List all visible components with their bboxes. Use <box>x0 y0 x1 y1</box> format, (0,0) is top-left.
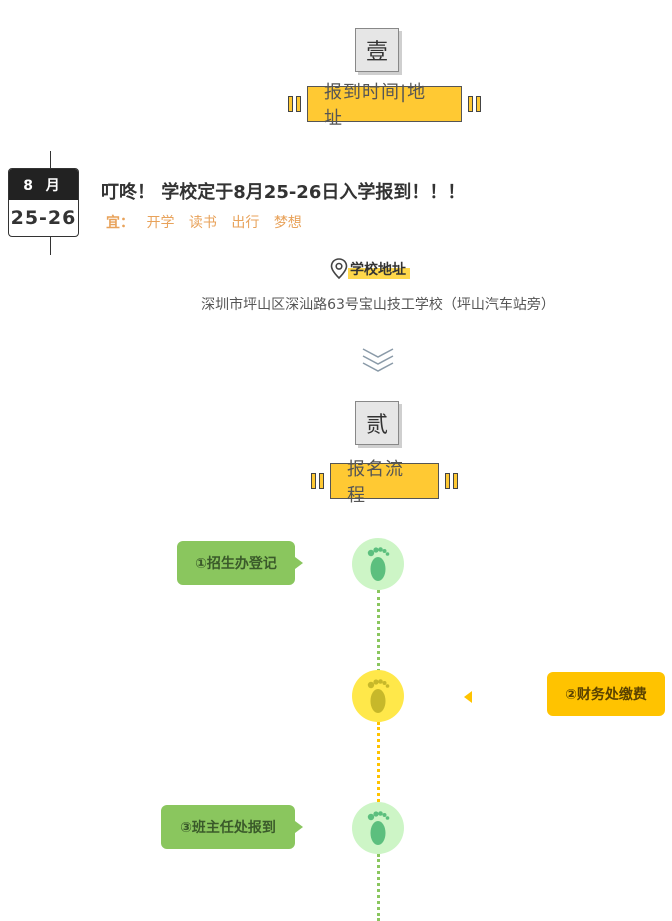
section-title: 报名流程 <box>305 459 464 506</box>
section-numeral-badge: 壹 <box>355 28 399 72</box>
section-title-box: 报到时间|地址 <box>307 82 462 129</box>
section-numeral-badge: 贰 <box>355 401 399 445</box>
step-bubble: ②财务处缴费 <box>547 672 665 716</box>
step-label: ③班主任处报到 <box>180 820 276 836</box>
headline: 叮咚！ 学校定于8月25-26日入学报到！！！ <box>101 182 466 203</box>
footprint-marker <box>352 538 404 590</box>
title-deco-left <box>288 96 301 112</box>
yi-label: 宜： <box>106 215 134 231</box>
yi-row: 宜： 开学 读书 出行 梦想 <box>106 212 312 232</box>
timeline-connector <box>377 854 380 921</box>
step-pointer <box>295 557 303 569</box>
date-card: 8 月 25-26 <box>8 168 79 237</box>
yi-tag: 梦想 <box>273 215 302 231</box>
title-deco-left <box>311 473 324 489</box>
double-chevron-down-icon <box>362 348 394 372</box>
step-pointer <box>295 821 303 833</box>
section-title-text: 报到时间|地址 <box>324 82 427 129</box>
footprint-marker <box>352 802 404 854</box>
date-line-top <box>50 151 51 169</box>
section-title: 报到时间|地址 <box>282 82 487 129</box>
title-deco-right <box>468 96 481 112</box>
section-numeral: 壹 <box>365 40 388 65</box>
yi-tag: 出行 <box>231 215 260 231</box>
date-month: 8 月 <box>9 169 78 200</box>
footprint-icon <box>367 811 390 845</box>
step-bubble: ①招生办登记 <box>177 541 295 585</box>
section-numeral: 贰 <box>365 413 388 438</box>
address-text: 深圳市坪山区深汕路63号宝山技工学校（坪山汽车站旁） <box>201 297 555 313</box>
section-title-text: 报名流程 <box>347 459 404 506</box>
step-pointer <box>464 691 472 703</box>
date-days: 25-26 <box>10 207 77 229</box>
address-label-text: 学校地址 <box>348 259 410 279</box>
timeline-connector <box>377 590 380 672</box>
date-line-bottom <box>50 237 51 255</box>
address-label: 学校地址 <box>330 258 410 280</box>
location-pin-icon <box>330 258 348 280</box>
timeline-connector <box>377 722 380 802</box>
step-label: ②财务处缴费 <box>565 687 647 703</box>
footprint-icon <box>367 547 390 581</box>
yi-tag: 开学 <box>146 215 175 231</box>
footprint-marker <box>352 670 404 722</box>
footprint-icon <box>367 679 390 713</box>
step-bubble: ③班主任处报到 <box>161 805 295 849</box>
section-title-box: 报名流程 <box>330 459 439 506</box>
yi-tag: 读书 <box>188 215 217 231</box>
step-label: ①招生办登记 <box>195 556 277 572</box>
title-deco-right <box>445 473 458 489</box>
